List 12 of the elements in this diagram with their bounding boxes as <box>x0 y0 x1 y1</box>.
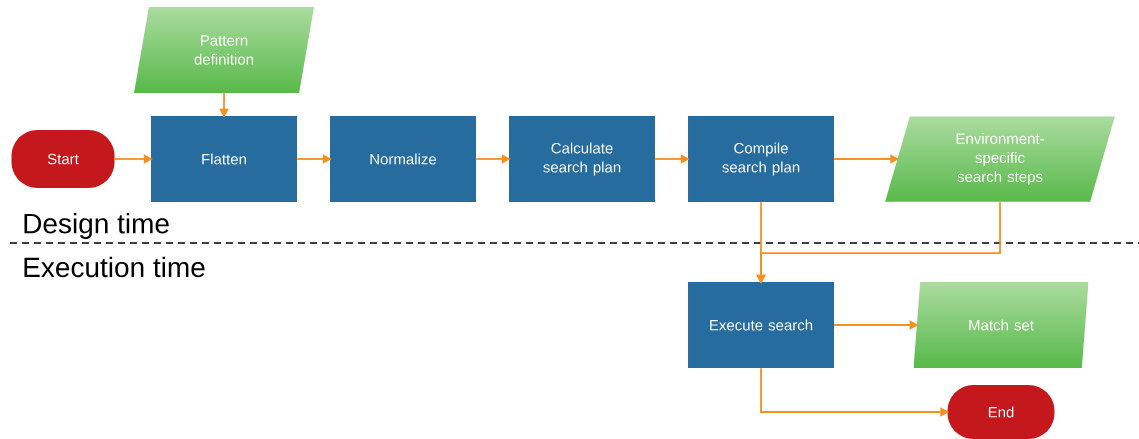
process-box: Compile search plan <box>688 116 834 202</box>
section-label: Execution time <box>24 256 205 278</box>
terminal-pill: End <box>947 385 1055 439</box>
process-box: Calculate search plan <box>509 116 655 202</box>
section-label: Design time <box>24 212 169 240</box>
data-parallelogram: Match set <box>969 319 1034 331</box>
data-parallelogram: Pattern definition <box>194 35 254 65</box>
process-box: Normalize <box>330 116 476 202</box>
process-box: Execute search <box>688 282 834 368</box>
terminal-pill: Start <box>11 130 115 188</box>
data-parallelogram: Environment-specific search steps <box>956 133 1044 185</box>
process-box: Flatten <box>151 116 297 202</box>
